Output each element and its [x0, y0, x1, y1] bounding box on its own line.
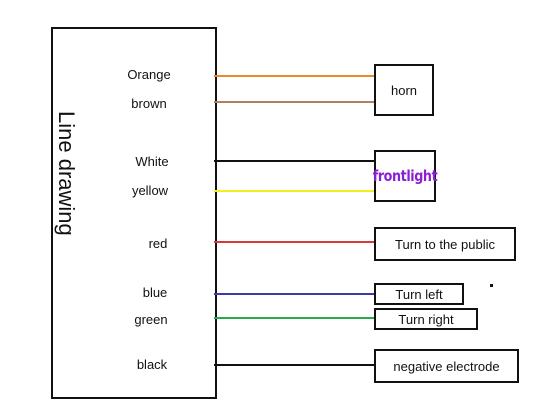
wire-label-yellow: yellow — [131, 183, 169, 198]
frontlight-box: frontlight — [372, 150, 438, 202]
stray-dot — [490, 284, 493, 287]
wire-label-red: red — [148, 236, 168, 251]
wire-yellow — [214, 190, 379, 192]
wire-black — [214, 364, 379, 366]
turn-public-box: Turn to the public — [374, 227, 516, 261]
wire-label-brown: brown — [131, 96, 167, 111]
line-drawing-box — [51, 27, 217, 399]
turn-left-box: Turn left — [374, 283, 464, 305]
turn-left-label: Turn left — [395, 286, 443, 302]
diagram-title: Line drawing — [54, 111, 79, 236]
turn-right-label: Turn right — [398, 311, 454, 327]
negative-electrode-label: negative electrode — [393, 358, 500, 374]
wire-green — [214, 317, 379, 319]
wire-blue — [214, 293, 379, 295]
turn-public-label: Turn to the public — [395, 236, 495, 252]
frontlight-label: frontlight — [372, 167, 438, 185]
horn-label: horn — [390, 82, 418, 98]
wire-label-blue: blue — [142, 285, 168, 300]
wire-label-black: black — [136, 357, 168, 372]
wire-orange — [214, 75, 379, 77]
wire-label-orange: Orange — [127, 67, 171, 82]
wire-label-green: green — [134, 312, 168, 327]
negative-electrode-box: negative electrode — [374, 349, 519, 383]
turn-right-box: Turn right — [374, 308, 478, 330]
wire-red — [214, 241, 379, 243]
wire-brown — [214, 101, 379, 103]
wire-label-white: White — [135, 154, 169, 169]
horn-box: horn — [374, 64, 434, 116]
wire-white — [214, 160, 379, 162]
